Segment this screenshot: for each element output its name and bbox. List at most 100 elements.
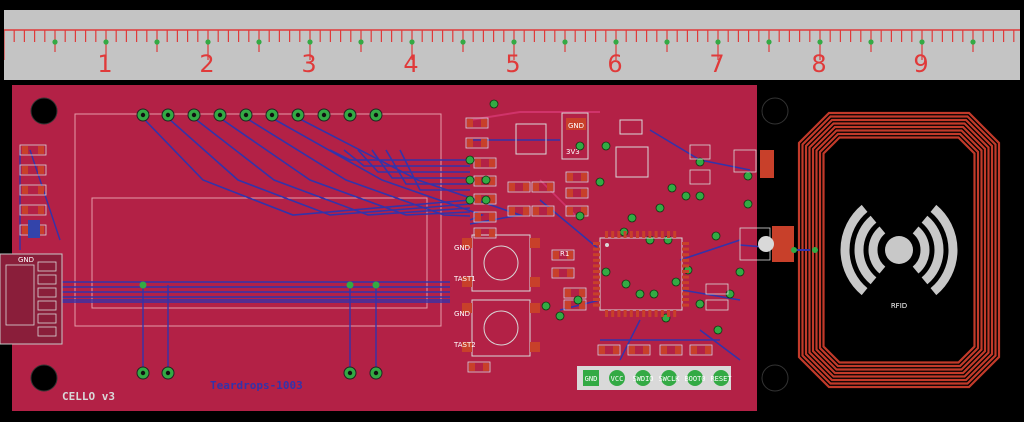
mcu-pin (636, 231, 639, 238)
right-smd-parts (689, 144, 794, 311)
via (671, 277, 681, 287)
smd-component (28, 220, 40, 238)
rfid-icon-wave-right (930, 204, 958, 296)
microcontroller[interactable] (593, 231, 689, 317)
antenna-turn (804, 118, 994, 382)
mcu-pin (593, 303, 600, 307)
button-tast2[interactable] (462, 299, 540, 357)
smd-outline (507, 181, 531, 193)
mcu-pin (648, 310, 652, 317)
ruler-dot (205, 39, 211, 45)
header-pin (609, 370, 625, 386)
pad-hole (347, 370, 353, 376)
trace (385, 149, 470, 185)
mcu-pin (611, 231, 615, 238)
via (601, 141, 611, 151)
sensor-ic-outline[interactable] (615, 146, 649, 178)
mcu-pins (593, 231, 689, 317)
header-pin-label: VCC (611, 375, 624, 383)
header-pin (713, 370, 729, 386)
rfid-wave-icon (840, 204, 958, 296)
pad-hole (321, 112, 327, 118)
smd-pad (38, 146, 44, 154)
smd-outline (473, 227, 497, 239)
smd-outline (733, 149, 757, 173)
via (555, 311, 565, 321)
antenna-turn (818, 132, 980, 368)
antenna-turn (811, 125, 987, 375)
via (481, 175, 491, 185)
smd-pad (760, 150, 774, 178)
smd-pad (469, 363, 475, 371)
button-pad (530, 277, 540, 287)
smd-pad (675, 346, 681, 354)
ruler-dot (919, 39, 925, 45)
mcu-pin (682, 275, 689, 279)
header-pin-label: BOOT0 (684, 375, 705, 383)
via (655, 203, 665, 213)
mcu-pin1-marker (605, 243, 609, 247)
ruler-number-2: 2 (199, 50, 214, 78)
mcu-pin (682, 264, 689, 268)
diode-outline[interactable] (619, 119, 643, 135)
usb-pad (37, 261, 57, 272)
mcu-pin (636, 310, 639, 317)
smd-pad (547, 183, 553, 191)
mcu-pin (611, 310, 615, 317)
via (695, 191, 705, 201)
trace (699, 329, 741, 361)
button-label-tast2: TAST2 (453, 341, 476, 349)
mcu-pin (605, 231, 608, 238)
rfid-icon-wave-left (868, 226, 886, 274)
pad-hole (373, 370, 379, 376)
button-tast1[interactable] (462, 234, 540, 292)
button-tast1-outline (471, 234, 531, 292)
measurement-ruler: 1 2 3 4 5 6 7 8 9 (3, 10, 1020, 80)
mcu-pin (682, 270, 689, 273)
ruler-number-3: 3 (301, 50, 316, 78)
via (465, 175, 475, 185)
pad-hole (243, 112, 249, 118)
via (139, 281, 147, 289)
button-tast2-cap (483, 310, 519, 346)
rfid-chip-body (758, 236, 774, 252)
mcu-pin (667, 231, 670, 238)
smd-pad (523, 183, 529, 191)
mcu-pin (682, 247, 689, 251)
regulator-outline[interactable] (561, 112, 589, 160)
mounting-hole-bottom-right (761, 364, 789, 392)
button-label-gnd-2: GND (454, 310, 470, 318)
smd-pad (772, 226, 794, 262)
board-mid-label: Teardrops-1003 (210, 379, 303, 392)
smd-outline (565, 187, 589, 199)
smd-pad (567, 173, 573, 181)
ruler-dot (511, 39, 517, 45)
via (489, 99, 499, 109)
pad-hole (347, 112, 353, 118)
usb-pads (5, 261, 57, 337)
component-outline[interactable] (515, 123, 547, 155)
smd-outline (531, 205, 555, 217)
trace (371, 149, 470, 179)
mcu-pin (673, 231, 677, 238)
pad-hole (165, 112, 171, 118)
ruler-number-5: 5 (505, 50, 520, 78)
via (635, 289, 645, 299)
smd-pad (553, 269, 559, 277)
smd-outline (19, 144, 47, 156)
display-outline (74, 113, 442, 327)
pad-hole (140, 370, 146, 376)
header-pin-label: RESET (710, 375, 732, 383)
pcb-board[interactable] (12, 85, 757, 411)
smd-outline (551, 267, 575, 279)
rfid-icon-dot (885, 236, 913, 264)
ruler-dot (868, 39, 874, 45)
via (695, 157, 705, 167)
mcu-pin (593, 247, 600, 251)
button-label-gnd-1: GND (454, 244, 470, 252)
pad-hole (373, 112, 379, 118)
antenna-feed-via (791, 247, 797, 253)
